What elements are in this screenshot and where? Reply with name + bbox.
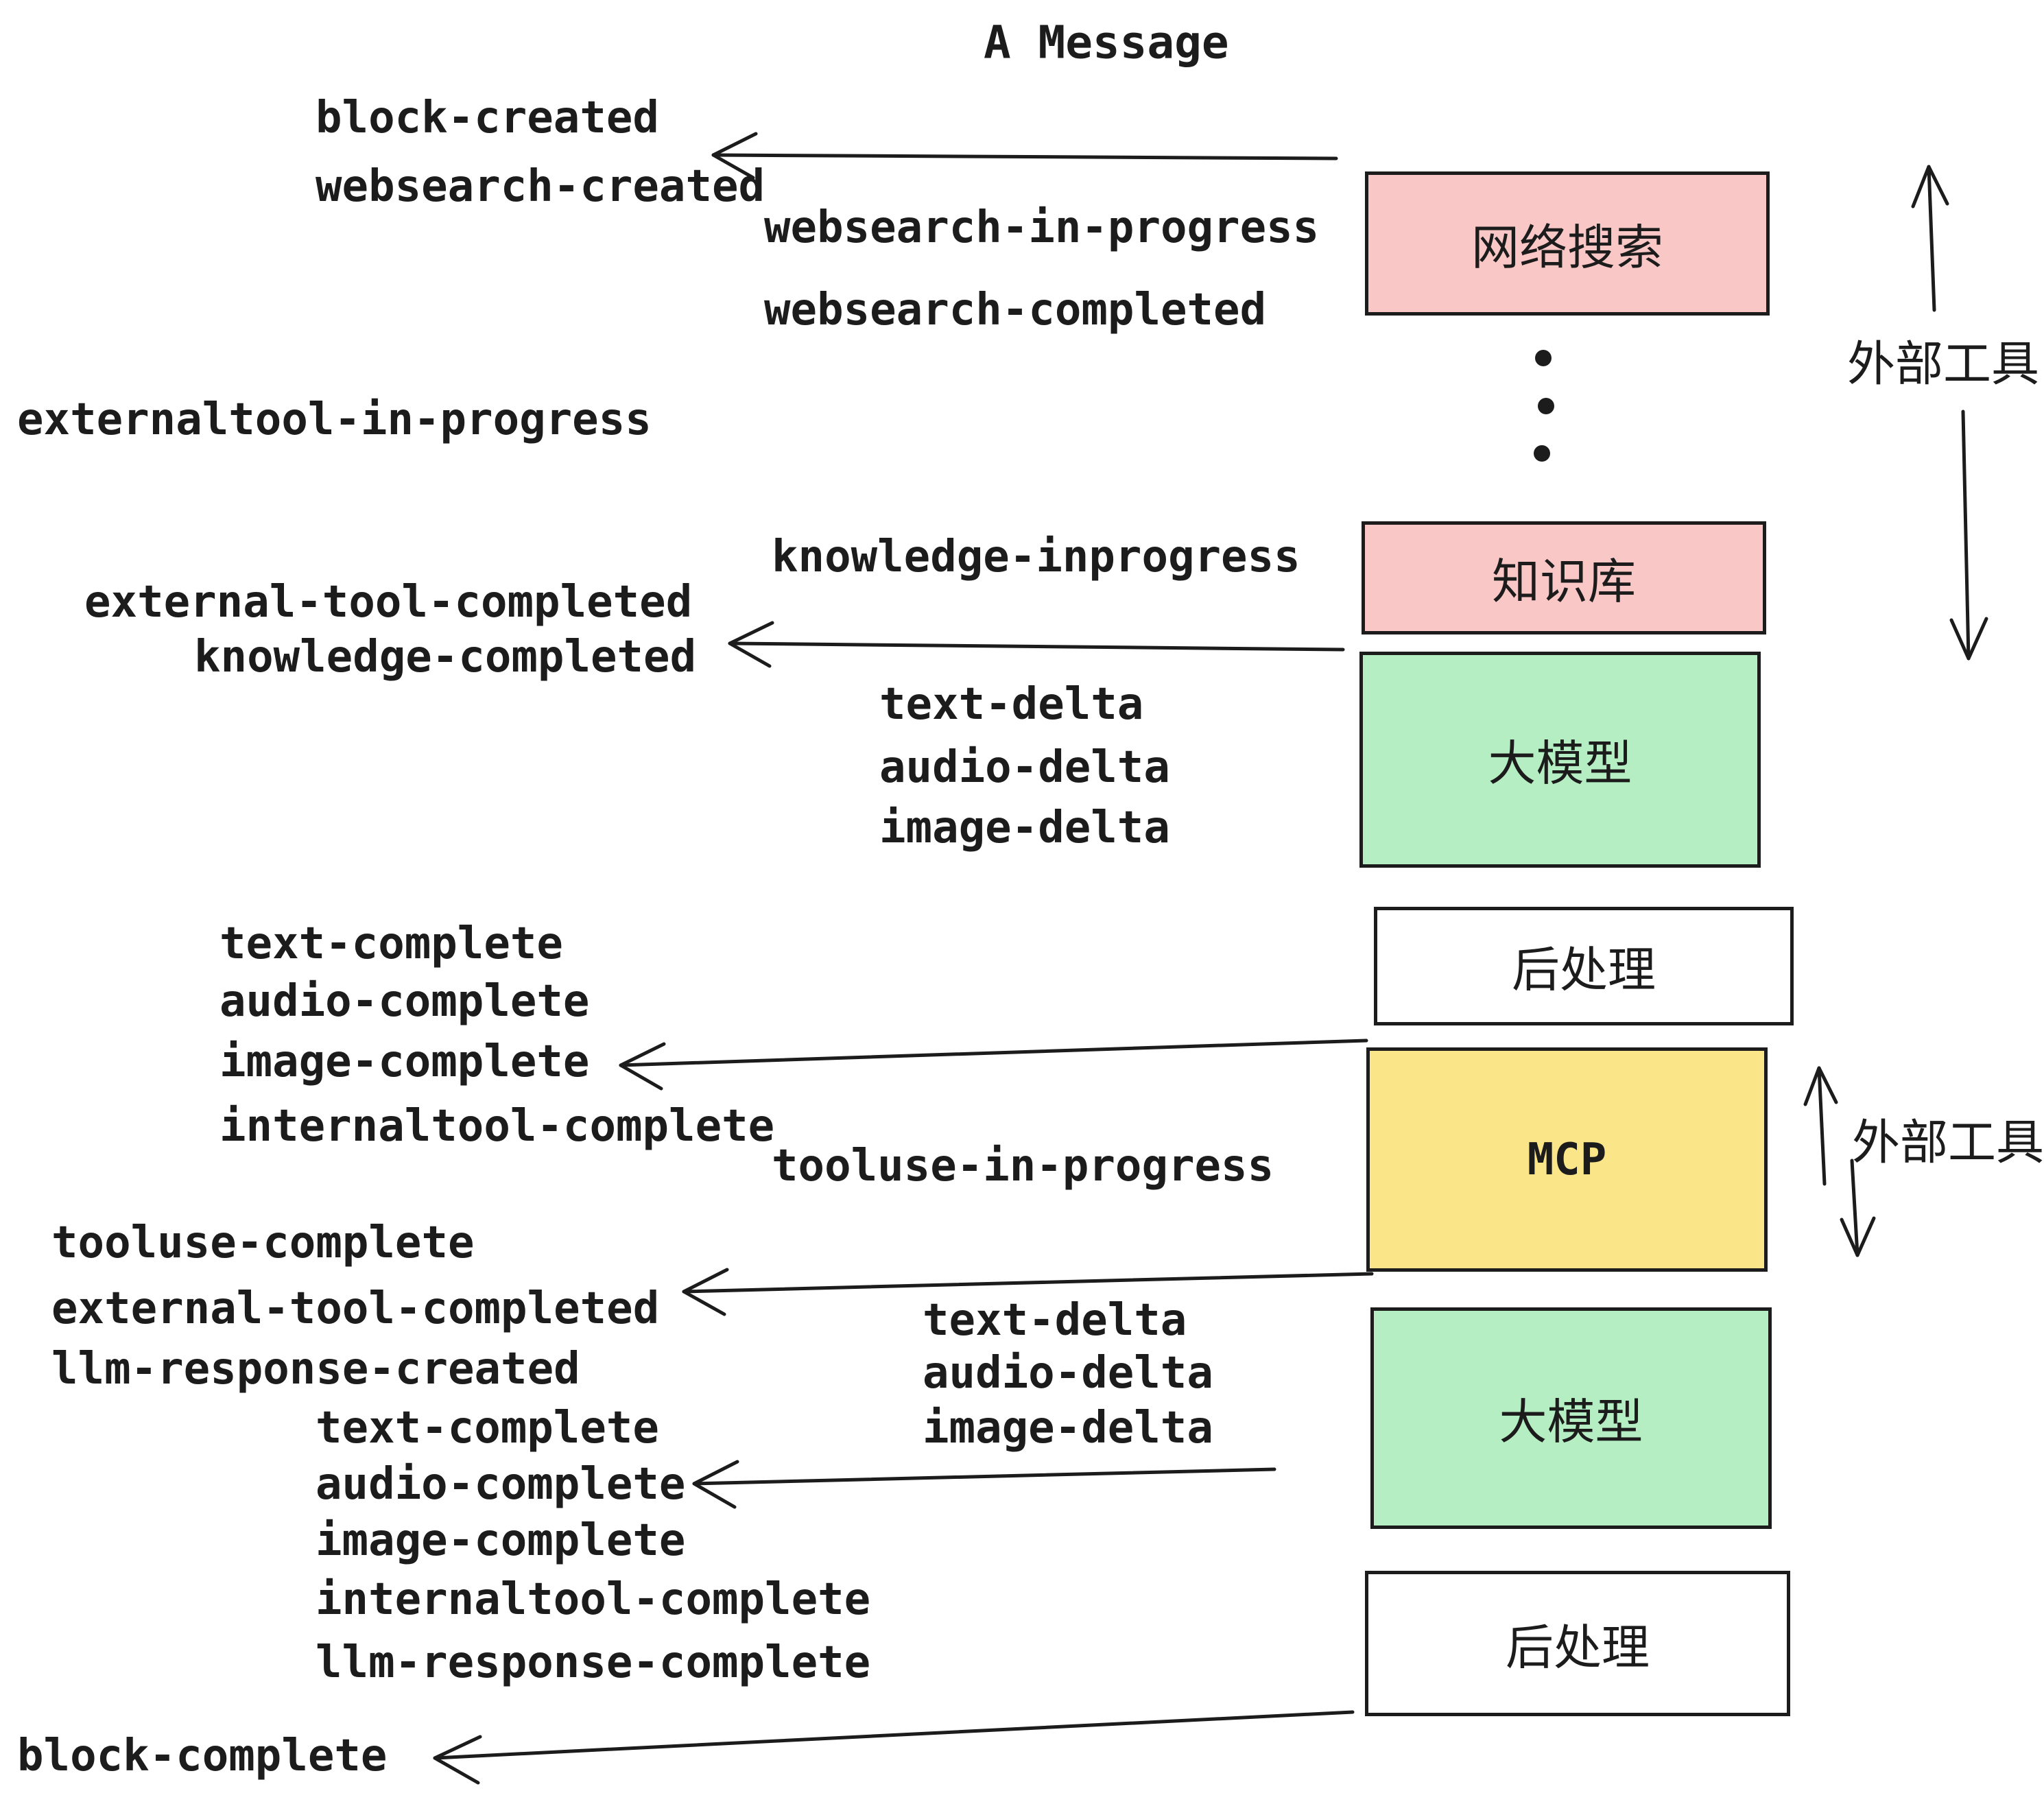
event-label-text-delta-2: text-delta [923, 1295, 1187, 1346]
event-label-llm-response-complete: llm-response-complete [316, 1637, 871, 1688]
external-tools-down-arrow-2 [1840, 1159, 1876, 1257]
event-label-block-complete: block-complete [17, 1731, 388, 1781]
event-label-audio-delta-2: audio-delta [923, 1348, 1213, 1399]
box-postprocess-2: 后处理 [1365, 1571, 1790, 1716]
event-label-text-complete-2: text-complete [316, 1403, 659, 1453]
event-label-internaltool-complete-2: internaltool-complete [316, 1574, 871, 1625]
arrow-websearch-to-created [711, 132, 1338, 180]
event-label-llm-response-created: llm-response-created [51, 1344, 580, 1394]
box-knowledge: 知识库 [1362, 521, 1766, 634]
event-label-knowledge-inprogress: knowledge-inprogress [772, 532, 1300, 582]
box-llm-2: 大模型 [1370, 1307, 1772, 1529]
event-label-audio-complete-2: audio-complete [316, 1459, 686, 1510]
arrow-knowledge-completed [728, 621, 1345, 668]
event-label-image-complete-1: image-complete [219, 1036, 590, 1087]
event-label-externaltool-in-progress: externaltool-in-progress [17, 394, 652, 445]
event-label-tooluse-in-progress: tooluse-in-progress [772, 1141, 1274, 1191]
event-label-internaltool-complete-1: internaltool-complete [219, 1101, 775, 1152]
box-label: 后处理 [1506, 1620, 1650, 1674]
diagram-title: A Message [984, 16, 1229, 69]
event-label-tooluse-complete: tooluse-complete [51, 1218, 475, 1268]
box-websearch: 网络搜索 [1365, 171, 1770, 316]
event-label-knowledge-completed: knowledge-completed [194, 632, 697, 683]
event-label-external-tool-completed-1: external-tool-completed [84, 577, 693, 628]
event-label-websearch-created: websearch-created [316, 161, 765, 212]
event-label-audio-complete-1: audio-complete [219, 976, 590, 1027]
box-label: 知识库 [1492, 555, 1636, 608]
box-postprocess-1: 后处理 [1374, 907, 1794, 1025]
arrow-llm2-to-complete [692, 1460, 1276, 1509]
box-label: MCP [1527, 1134, 1607, 1185]
external-tools-down-arrow-1 [1949, 410, 1988, 661]
external-tools-up-arrow-1 [1911, 165, 1949, 312]
event-label-block-created: block-created [316, 93, 659, 143]
box-label: 后处理 [1512, 943, 1656, 997]
external-tools-label-2: 外部工具 [1852, 1115, 2044, 1170]
box-label: 网络搜索 [1471, 220, 1663, 274]
box-label: 大模型 [1488, 737, 1632, 790]
event-label-external-tool-completed-2: external-tool-completed [51, 1283, 660, 1334]
box-label: 大模型 [1499, 1395, 1643, 1449]
external-tools-label-1: 外部工具 [1847, 337, 2039, 391]
box-mcp: MCP [1366, 1047, 1768, 1272]
event-label-image-delta-1: image-delta [879, 803, 1170, 853]
event-label-websearch-in-progress: websearch-in-progress [764, 202, 1320, 253]
external-tools-up-arrow-2 [1803, 1066, 1838, 1186]
event-label-text-complete-1: text-complete [219, 918, 563, 969]
arrow-postprocess2-to-block-complete [433, 1710, 1355, 1785]
arrow-postprocess1-to-complete [619, 1039, 1368, 1091]
event-label-text-delta-1: text-delta [879, 679, 1144, 730]
event-label-image-complete-2: image-complete [316, 1515, 686, 1566]
event-label-audio-delta-1: audio-delta [879, 742, 1170, 793]
box-llm-1: 大模型 [1359, 652, 1761, 868]
vertical-ellipsis-icon [1534, 350, 1554, 462]
event-label-image-delta-2: image-delta [923, 1403, 1213, 1453]
event-label-websearch-completed: websearch-completed [764, 285, 1267, 335]
